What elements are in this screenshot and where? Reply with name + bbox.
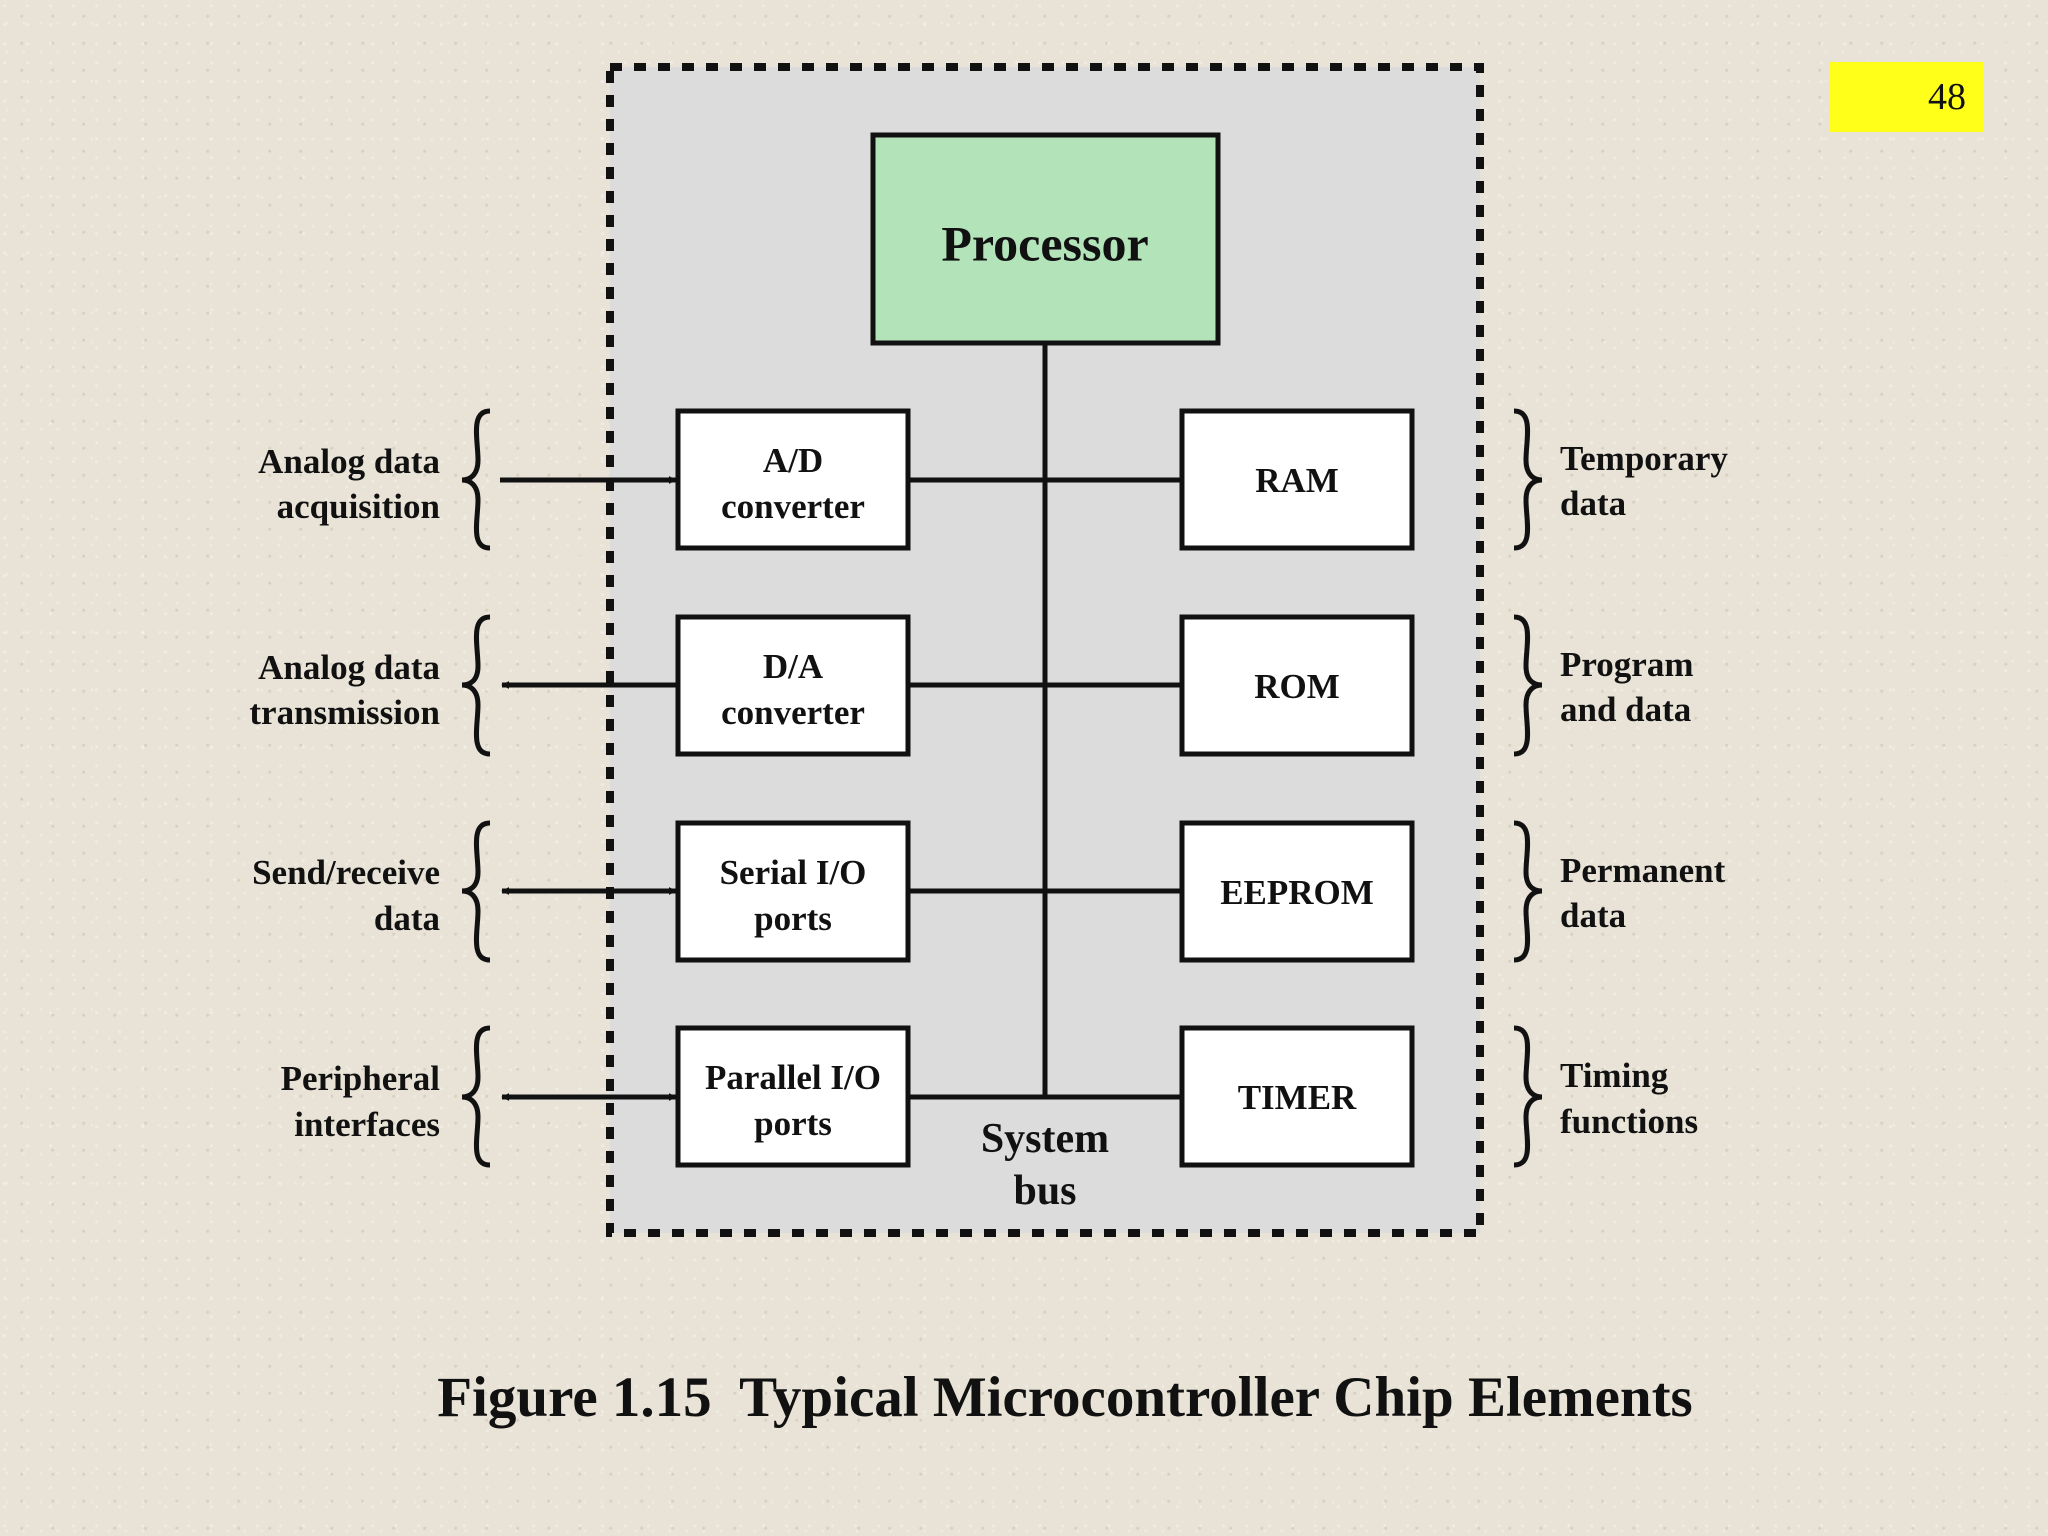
side-label-program-2: and data <box>1560 690 1691 729</box>
side-label-temporary-1: Temporary <box>1560 439 1728 478</box>
side-label-analog-transmission-2: transmission <box>249 693 440 732</box>
right-brace-2 <box>1513 614 1543 757</box>
side-label-peripheral-2: interfaces <box>294 1105 440 1144</box>
side-label-send-receive-2: data <box>374 899 440 938</box>
processor-label: Processor <box>941 215 1148 271</box>
side-label-permanent-2: data <box>1560 896 1626 935</box>
eeprom-block: EEPROM <box>1179 820 1415 963</box>
timer-label: TIMER <box>1238 1078 1357 1117</box>
right-brace-3 <box>1513 820 1543 963</box>
side-label-peripheral-1: Peripheral <box>281 1059 441 1098</box>
side-label-analog-acquisition-1: Analog data <box>258 442 440 481</box>
side-label-temporary-2: data <box>1560 484 1626 523</box>
system-bus-label-line-1: System <box>981 1116 1109 1162</box>
parallel-io-line-1: Parallel I/O <box>705 1058 881 1097</box>
serial-io-line-1: Serial I/O <box>720 853 867 892</box>
ram-label: RAM <box>1255 461 1339 500</box>
side-label-analog-acquisition-2: acquisition <box>277 487 440 526</box>
side-label-send-receive-1: Send/receive <box>252 853 440 892</box>
serial-io-line-2: ports <box>754 899 832 938</box>
da-converter-block: D/A converter <box>675 614 911 757</box>
side-label-timing-2: functions <box>1560 1102 1698 1141</box>
eeprom-label: EEPROM <box>1220 873 1374 912</box>
left-brace-1 <box>461 408 491 551</box>
ad-converter-line-1: A/D <box>763 441 823 480</box>
left-brace-3 <box>461 820 491 963</box>
system-bus-label-line-2: bus <box>1013 1168 1076 1214</box>
left-brace-2 <box>461 614 491 757</box>
parallel-io-line-2: ports <box>754 1104 832 1143</box>
timer-block: TIMER <box>1179 1025 1415 1168</box>
rom-block: ROM <box>1179 614 1415 757</box>
da-converter-line-2: converter <box>721 693 865 732</box>
left-brace-4 <box>461 1025 491 1168</box>
right-brace-4 <box>1513 1025 1543 1168</box>
side-label-permanent-1: Permanent <box>1560 851 1726 890</box>
side-label-timing-1: Timing <box>1560 1056 1669 1095</box>
ad-converter-line-2: converter <box>721 487 865 526</box>
processor-block: Processor <box>870 132 1221 346</box>
da-converter-line-1: D/A <box>763 647 824 686</box>
page-number: 48 <box>1830 62 1984 132</box>
parallel-io-block: Parallel I/O ports <box>675 1025 911 1168</box>
ram-block: RAM <box>1179 408 1415 551</box>
right-brace-1 <box>1513 408 1543 551</box>
side-label-analog-transmission-1: Analog data <box>258 648 440 687</box>
serial-io-block: Serial I/O ports <box>675 820 911 963</box>
rom-label: ROM <box>1254 667 1340 706</box>
ad-converter-block: A/D converter <box>675 408 911 551</box>
figure-caption: Figure 1.15 Typical Microcontroller Chip… <box>437 1366 1693 1429</box>
side-label-program-1: Program <box>1560 645 1693 684</box>
